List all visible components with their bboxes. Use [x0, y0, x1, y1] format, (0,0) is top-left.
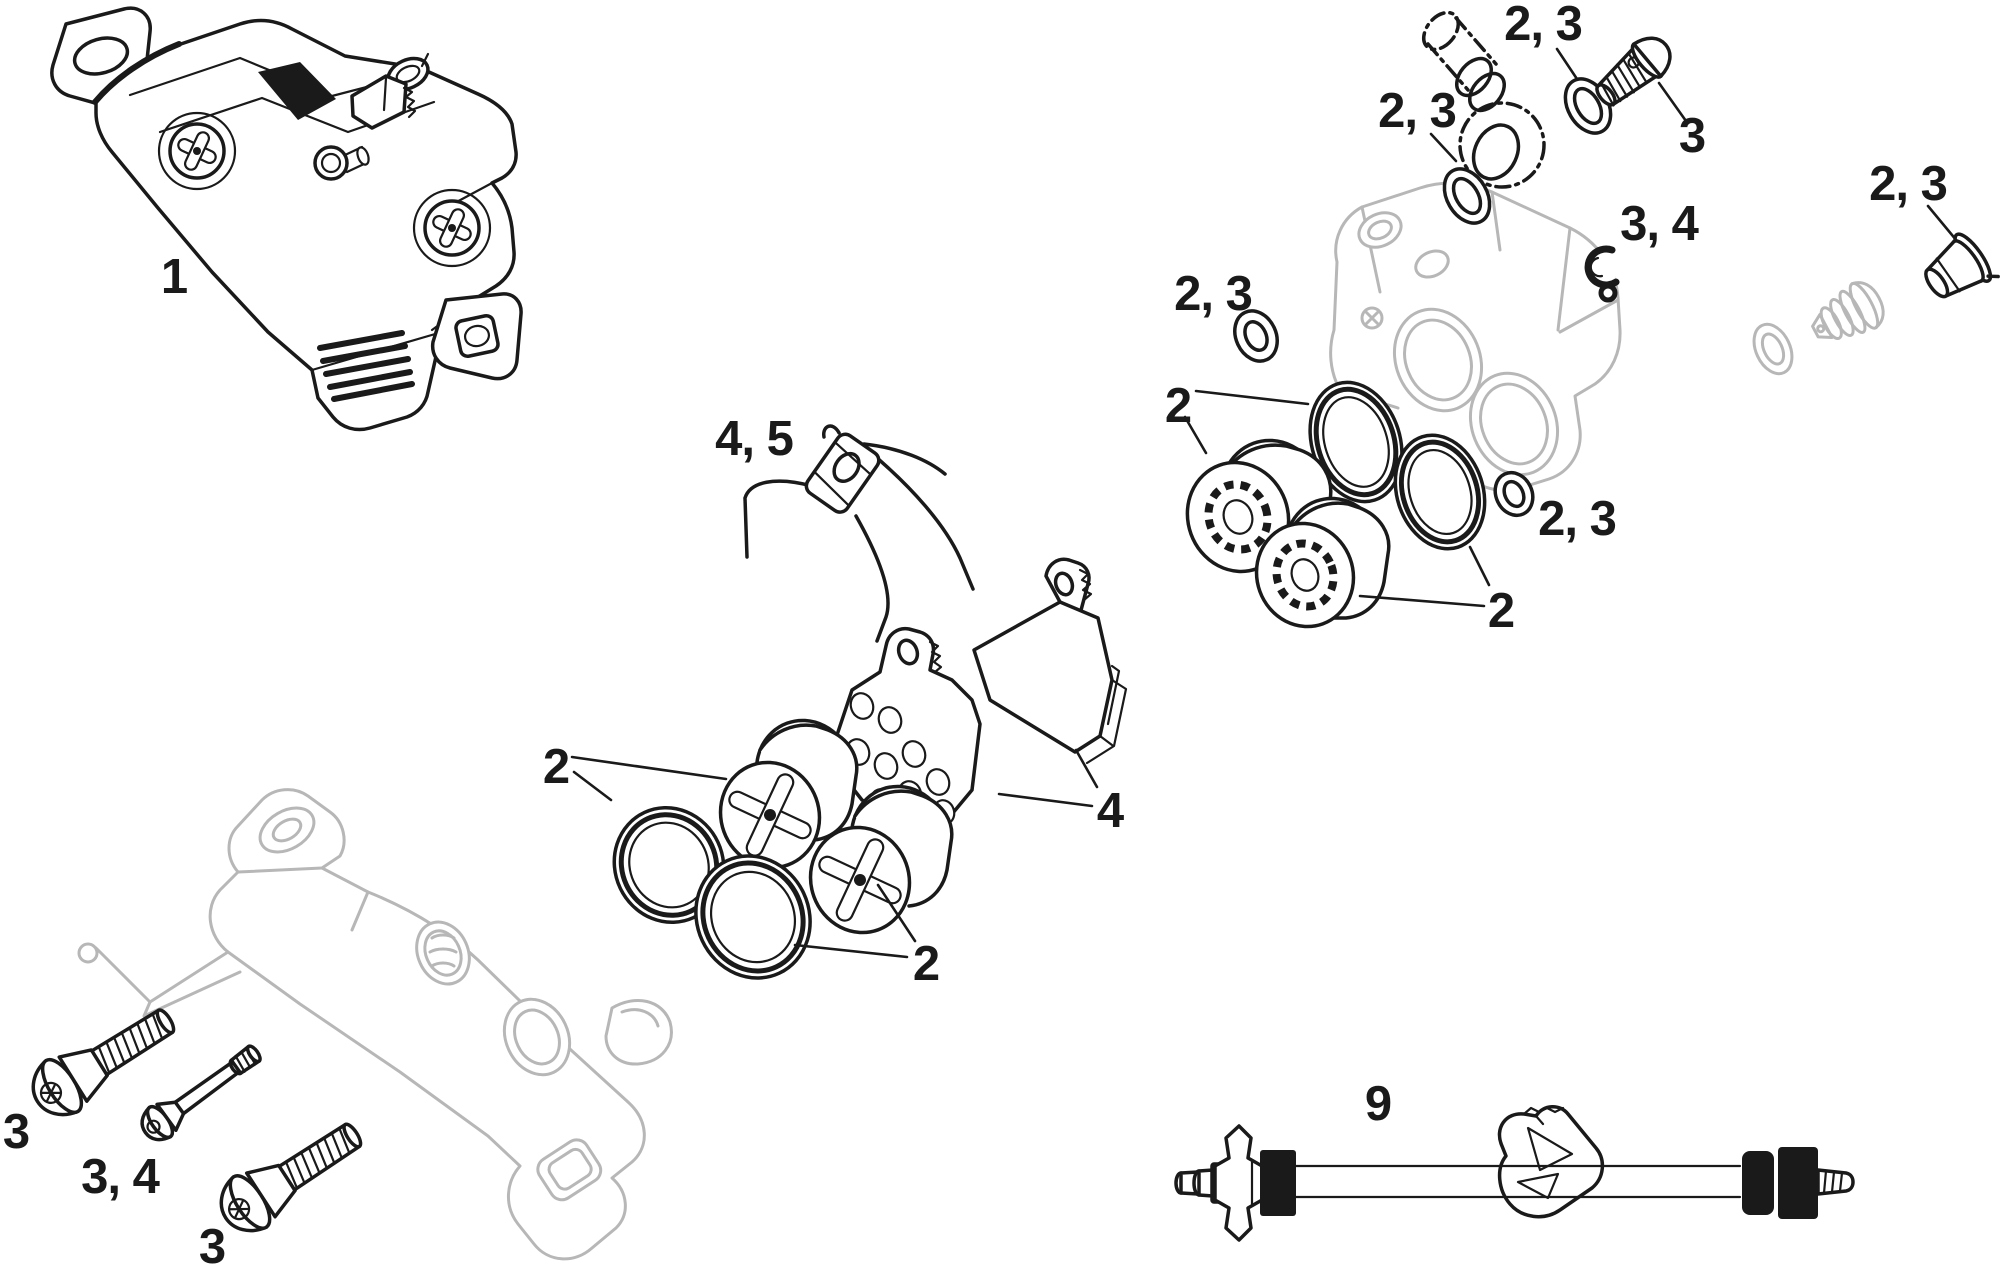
callout-pistons-seals-right-upper: 2	[1165, 379, 1191, 433]
leader-lines	[570, 47, 1959, 959]
callout-brake-pads: 4	[1097, 784, 1124, 838]
callout-pistons-seals-left-upper: 2	[543, 740, 569, 794]
piston-oring-right-illustration	[1233, 309, 1279, 363]
caliper-piston-left-2-illustration	[808, 784, 954, 935]
pad-pin-bolt-illustration	[140, 1044, 262, 1142]
caliper-assembly-illustration	[50, 6, 523, 432]
callout-pistons-seals-right-lower: 2	[1488, 584, 1514, 638]
piston-seal-right-2-illustration	[1393, 433, 1487, 551]
callout-piston-oring-right: 2, 3	[1174, 267, 1252, 321]
tool-knob	[1213, 1124, 1264, 1242]
callout-hose-oring-lower: 2, 3	[1378, 84, 1456, 138]
callout-pistons-seals-left-lower: 2	[913, 937, 939, 991]
mounting-bolt-upper-illustration	[31, 1008, 176, 1117]
callout-hose-oring-upper: 2, 3	[1504, 0, 1582, 51]
callout-small-oring-right: 2, 3	[1538, 492, 1616, 546]
piston-seal-left-1-illustration	[612, 805, 726, 925]
banjo-bolt-illustration	[1595, 36, 1672, 107]
callout-bleed-port-plug: 2, 3	[1869, 157, 1947, 211]
callout-labels: 1 2, 3 3 2, 3 2, 3 3, 4 2, 3 2 2, 3 2 4,…	[3, 0, 1948, 1269]
callout-mounting-bolt-lower: 3	[199, 1220, 225, 1269]
caliper-piston-left-1-illustration	[718, 718, 859, 870]
ghost-bleed-screw-illustration	[1752, 281, 1885, 376]
callout-pad-pin-bolt: 3, 4	[81, 1150, 159, 1204]
ghost-caliper-half-right-illustration	[1329, 181, 1622, 492]
brake-pads-illustration	[832, 557, 1128, 825]
bleed-tool-illustration	[1174, 1105, 1855, 1242]
caliper-piston-right-2-illustration	[1254, 496, 1391, 629]
callout-pad-spreader-spring: 4, 5	[715, 412, 793, 466]
piston-seal-right-1-illustration	[1308, 380, 1404, 504]
brake-pad-outer-illustration	[972, 557, 1128, 765]
callout-caliper-assembly: 1	[161, 250, 187, 304]
pad-spreader-spring-illustration	[743, 424, 975, 643]
callout-bleed-tool: 9	[1365, 1077, 1391, 1131]
piston-seal-left-2-illustration	[694, 854, 812, 980]
callout-mounting-bolt-upper: 3	[3, 1105, 29, 1159]
small-oring-right-illustration	[1493, 470, 1535, 518]
hose-clip-illustration	[1497, 1105, 1605, 1219]
hose-oring-lower-illustration	[1442, 167, 1492, 225]
retaining-clip-illustration	[1584, 245, 1620, 303]
hose-banjo-fitting-illustration	[1422, 10, 1546, 189]
callout-retaining-clip: 3, 4	[1620, 197, 1698, 251]
bleed-port-plug-illustration	[1924, 232, 2000, 299]
mounting-bolt-lower-illustration	[219, 1122, 363, 1233]
callout-banjo-bolt: 3	[1679, 109, 1705, 163]
ghost-caliper-bracket-illustration	[77, 788, 673, 1261]
